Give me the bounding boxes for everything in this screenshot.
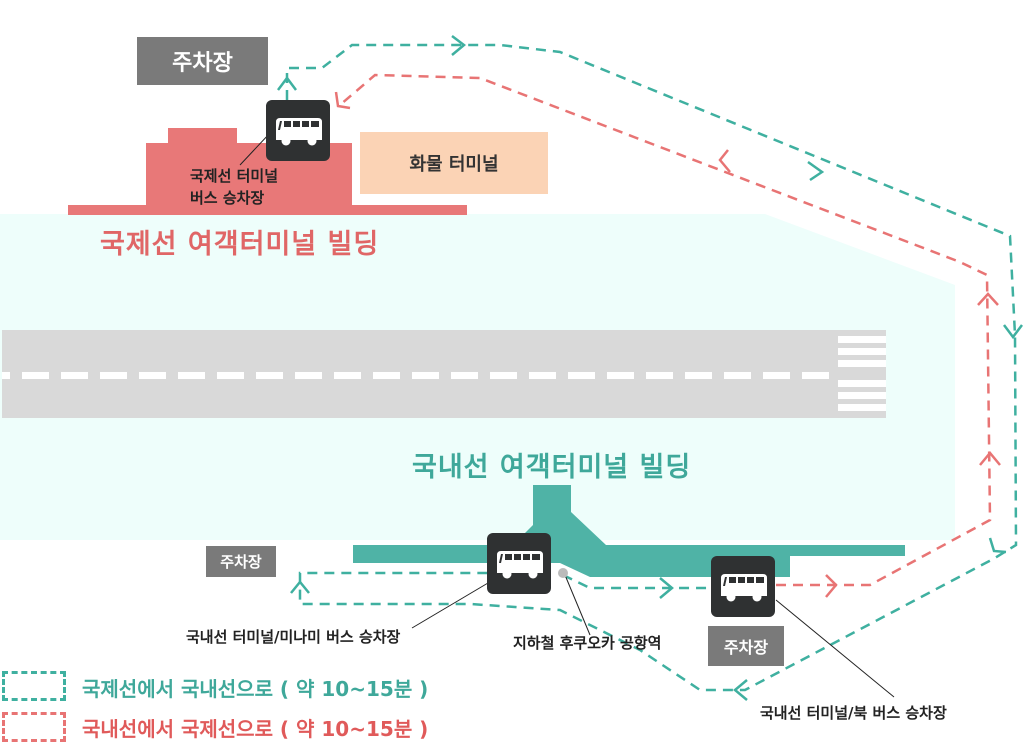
centerline-dash <box>178 372 205 379</box>
centerline-dash <box>100 372 127 379</box>
runway <box>2 330 886 418</box>
runway-centerline <box>2 372 829 379</box>
centerline-dash <box>685 372 712 379</box>
centerline-dash <box>802 372 829 379</box>
arrowheads-teal <box>277 35 1023 701</box>
leader-line-intl-bus <box>239 132 271 166</box>
centerline-dash <box>61 372 88 379</box>
bus-stop-intl-label-line1: 국제선 터미널 <box>190 167 279 185</box>
centerline-dash <box>451 372 478 379</box>
centerline-dash <box>373 372 400 379</box>
bus-stop-dom-south-label: 국내선 터미널/미나미 버스 승차장 <box>186 628 401 646</box>
intl-terminal-building <box>68 128 467 215</box>
bus-icon <box>497 551 543 579</box>
centerline-dash <box>763 372 790 379</box>
route-dom-to-intl <box>339 73 992 587</box>
centerline-dash <box>412 372 439 379</box>
centerline-dash <box>646 372 673 379</box>
leader-line-subway <box>564 574 591 636</box>
parking-label: 주차장 <box>220 553 262 571</box>
subway-station-marker <box>558 568 568 578</box>
centerline-dash <box>490 372 517 379</box>
leader-line-dom-north-bus <box>775 599 895 698</box>
bus-stop-intl-label: 국제선 터미널 버스 승차장 <box>190 165 278 209</box>
bus-stop-dom-north[interactable] <box>711 556 775 617</box>
dom-terminal-title: 국내선 여객터미널 빌딩 <box>412 452 692 483</box>
centerline-dash <box>22 372 49 379</box>
bus-icon <box>721 574 767 602</box>
bus-stop-intl[interactable] <box>266 100 330 161</box>
legend-label-intl-to-dom: 국제선에서 국내선으로 ( 약 10~15분 ) <box>82 677 429 701</box>
centerline-dash <box>607 372 634 379</box>
intl-terminal-title: 국제선 여객터미널 빌딩 <box>100 229 380 260</box>
legend-label-dom-to-intl: 국내선에서 국제선으로 ( 약 10~15분 ) <box>82 717 429 741</box>
centerline-dash <box>724 372 751 379</box>
centerline-dash <box>295 372 322 379</box>
bus-stop-dom-north-label: 국내선 터미널/북 버스 승차장 <box>760 704 947 722</box>
legend-swatch-dom-to-intl <box>2 712 66 742</box>
centerline-dash <box>217 372 244 379</box>
runway-threshold-markings <box>838 336 886 411</box>
leader-line-dom-south-bus <box>411 582 489 629</box>
parking-top: 주차장 <box>137 37 268 85</box>
bus-stop-intl-label-line2: 버스 승차장 <box>190 189 265 207</box>
centerline-dash <box>256 372 283 379</box>
parking-label: 주차장 <box>723 638 769 657</box>
subway-station-label: 지하철 후쿠오카 공항역 <box>513 634 662 652</box>
centerline-dash <box>139 372 166 379</box>
centerline-dash <box>334 372 361 379</box>
bus-icon <box>276 118 322 146</box>
legend-swatch-intl-to-dom <box>2 671 66 701</box>
centerline-dash <box>529 372 556 379</box>
bus-stop-dom-south[interactable] <box>487 533 551 594</box>
cargo-terminal-label: 화물 터미널 <box>409 154 499 175</box>
cargo-terminal: 화물 터미널 <box>360 132 548 194</box>
centerline-dash <box>2 372 10 379</box>
parking-dom-right: 주차장 <box>708 626 784 666</box>
parking-label: 주차장 <box>172 51 233 76</box>
arrowheads-red <box>334 91 1001 598</box>
parking-dom-left: 주차장 <box>206 546 276 577</box>
centerline-dash <box>568 372 595 379</box>
